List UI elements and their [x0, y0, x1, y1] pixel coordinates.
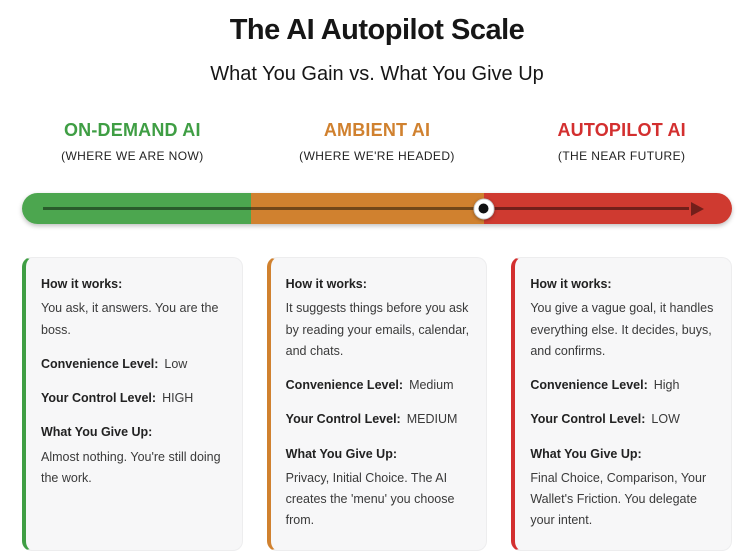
column-header-ambient: AMBIENT AI (WHERE WE'RE HEADED): [267, 120, 488, 163]
give-up-section: What You Give Up: Final Choice, Comparis…: [530, 444, 716, 532]
slider-knob[interactable]: [473, 198, 494, 219]
control-value: HIGH: [162, 391, 194, 405]
how-it-works-text: You give a vague goal, it handles everyt…: [530, 301, 714, 358]
how-it-works-label: How it works:: [530, 277, 612, 291]
column-headers: ON-DEMAND AI (WHERE WE ARE NOW) AMBIENT …: [22, 86, 732, 163]
scale-segment-red: [484, 193, 732, 224]
cards-row: How it works: You ask, it answers. You a…: [22, 257, 732, 551]
how-it-works-text: It suggests things before you ask by rea…: [285, 301, 470, 358]
column-header-autopilot: AUTOPILOT AI (THE NEAR FUTURE): [511, 120, 732, 163]
convenience-value: High: [653, 378, 680, 392]
give-up-text: Almost nothing. You're still doing the w…: [41, 449, 221, 485]
control-value: MEDIUM: [406, 412, 458, 427]
how-it-works-section: How it works: You give a vague goal, it …: [530, 274, 716, 362]
column-title-ambient: AMBIENT AI: [323, 120, 431, 140]
give-up-label: What You Give Up:: [41, 425, 153, 440]
control-value: LOW: [651, 412, 680, 427]
card-ambient: How it works: It suggests things before …: [266, 257, 488, 551]
give-up-label: What You Give Up:: [530, 446, 642, 461]
give-up-label: What You Give Up:: [285, 446, 398, 461]
page-subtitle: What You Gain vs. What You Give Up: [210, 63, 544, 85]
convenience-row: Convenience Level: Medium: [286, 375, 472, 396]
card-autopilot: How it works: You give a vague goal, it …: [511, 257, 732, 551]
arrowhead-icon: [690, 201, 704, 216]
how-it-works-text: You ask, it answers. You are the boss.: [41, 301, 219, 337]
slider-track[interactable]: [22, 193, 732, 224]
scale-segment-orange: [250, 193, 485, 224]
control-row: Your Control Level: HIGH: [41, 388, 227, 409]
give-up-text: Final Choice, Comparison, Your Wallet's …: [530, 470, 707, 528]
convenience-value: Low: [164, 356, 188, 371]
column-stage-autopilot: (THE NEAR FUTURE): [557, 149, 686, 163]
control-label: Your Control Level:: [285, 412, 401, 427]
how-it-works-label: How it works:: [41, 277, 123, 291]
column-stage-ambient: (WHERE WE'RE HEADED): [299, 149, 455, 163]
how-it-works-label: How it works:: [285, 277, 367, 291]
convenience-label: Convenience Level:: [285, 378, 404, 392]
control-row: Your Control Level: LOW: [530, 409, 716, 430]
card-on-demand: How it works: You ask, it answers. You a…: [22, 257, 243, 551]
control-label: Your Control Level:: [41, 391, 157, 405]
scale-segment-green: [22, 193, 251, 224]
column-title-autopilot: AUTOPILOT AI: [557, 120, 686, 140]
control-label: Your Control Level:: [530, 412, 646, 427]
convenience-label: Convenience Level:: [41, 356, 159, 371]
page-title: The AI Autopilot Scale: [229, 14, 525, 46]
control-row: Your Control Level: MEDIUM: [286, 409, 472, 430]
how-it-works-section: How it works: It suggests things before …: [286, 274, 472, 362]
arrow-line: [43, 207, 690, 210]
give-up-section: What You Give Up: Almost nothing. You're…: [41, 422, 227, 489]
convenience-value: Medium: [409, 378, 454, 392]
give-up-section: What You Give Up: Privacy, Initial Choic…: [286, 444, 472, 532]
how-it-works-section: How it works: You ask, it answers. You a…: [41, 274, 227, 341]
autopilot-scale: [22, 193, 732, 224]
column-title-on-demand: ON-DEMAND AI: [63, 120, 201, 140]
convenience-row: Convenience Level: High: [530, 375, 716, 396]
convenience-row: Convenience Level: Low: [41, 354, 227, 375]
convenience-label: Convenience Level:: [530, 378, 648, 392]
give-up-text: Privacy, Initial Choice. The AI creates …: [285, 470, 455, 528]
column-stage-on-demand: (WHERE WE ARE NOW): [61, 149, 204, 163]
column-header-on-demand: ON-DEMAND AI (WHERE WE ARE NOW): [22, 120, 243, 163]
